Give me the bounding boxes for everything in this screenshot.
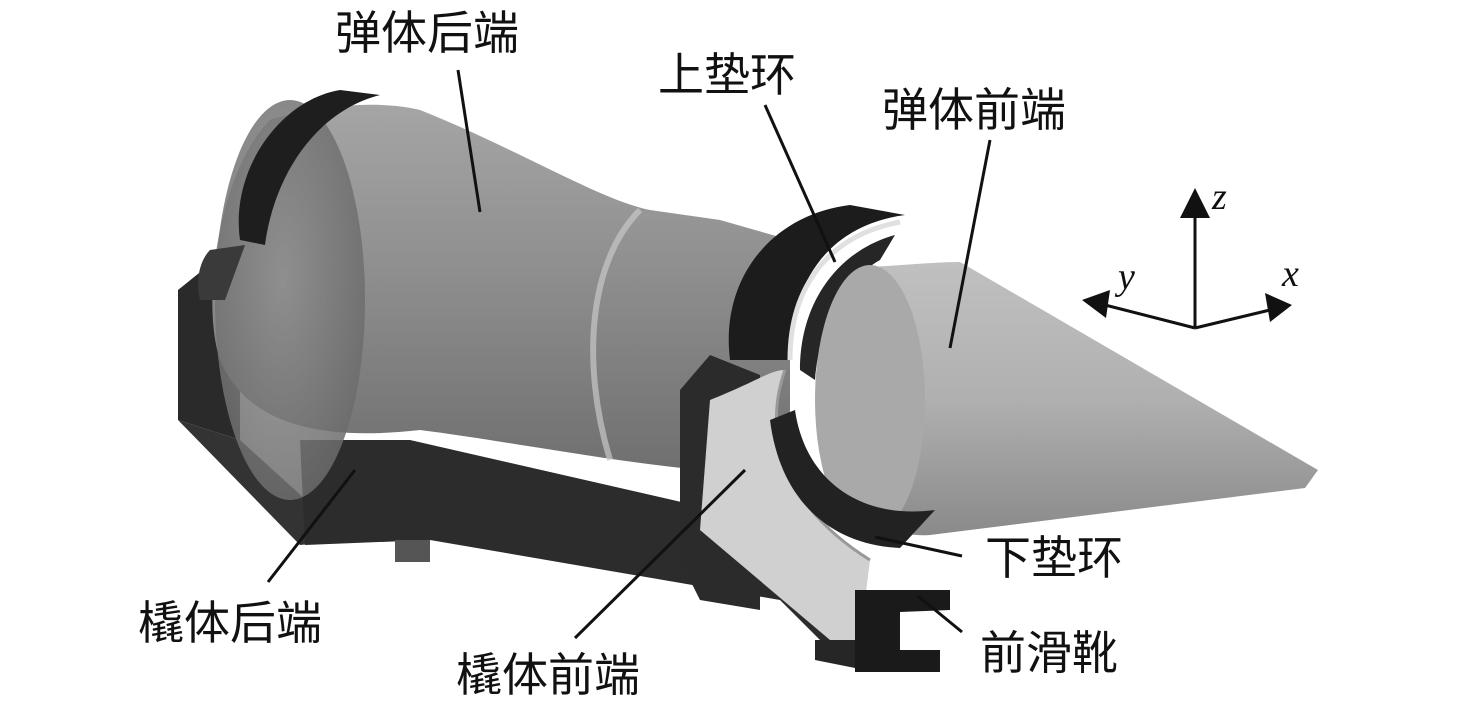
label-projectile-rear: 弹体后端 [335, 6, 519, 60]
axis-label-z: z [1212, 176, 1227, 218]
sled-beam [300, 440, 840, 650]
axis-label-x: x [1282, 253, 1299, 295]
label-lower-pad-ring: 下垫环 [985, 531, 1123, 585]
leader-lower-pad-ring [874, 535, 963, 558]
leader-projectile-front [948, 139, 992, 349]
axis-label-y: y [1118, 256, 1135, 298]
label-front-slipper: 前滑靴 [980, 626, 1118, 680]
label-sled-front: 橇体前端 [456, 648, 640, 702]
projectile-front-cone [815, 262, 1318, 536]
upper-pad-ring [728, 205, 905, 380]
leader-front-slipper [917, 594, 963, 634]
leader-sled-rear [266, 469, 357, 583]
leader-lines [266, 69, 992, 640]
leader-upper-pad-ring [763, 104, 837, 263]
sled-front-block [680, 355, 871, 640]
z-axis-arrow-icon [1180, 188, 1210, 218]
leader-projectile-rear [456, 69, 482, 213]
label-projectile-front: 弹体前端 [882, 83, 1066, 137]
leader-sled-front [573, 468, 747, 640]
lower-pad-ring [770, 410, 935, 548]
label-sled-rear: 橇体后端 [138, 596, 322, 650]
coordinate-axes [1082, 188, 1292, 330]
rear-ring [198, 90, 380, 300]
label-upper-pad-ring: 上垫环 [658, 48, 796, 102]
front-slipper [815, 590, 950, 672]
y-axis-arrow-icon [1082, 290, 1110, 318]
x-axis-arrow-icon [1265, 293, 1292, 322]
